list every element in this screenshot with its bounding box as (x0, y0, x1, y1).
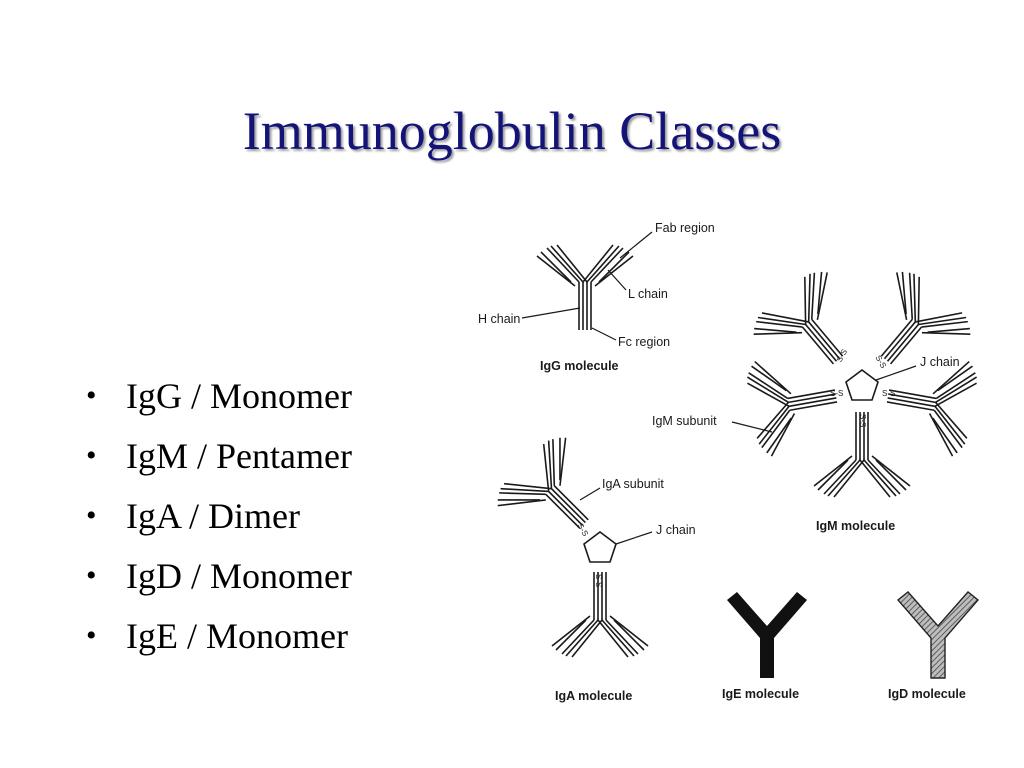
bullet-text: IgM / Pentamer (126, 436, 352, 476)
igm-molecule-drawing: S-S S-S S-S S-S S-S J chain IgM subunit … (652, 263, 981, 533)
ige-molecule-label: IgE molecule (722, 687, 799, 701)
immunoglobulin-diagram: Fab region L chain H chain Fc region IgG… (478, 221, 981, 703)
bullet-dot: • (86, 559, 97, 592)
bullet-dot: • (86, 379, 97, 412)
disulfide-label: S-S (858, 414, 867, 427)
igd-molecule-drawing: IgD molecule (888, 591, 979, 701)
l-chain-label: L chain (628, 287, 668, 301)
igm-subunit-label: IgM subunit (652, 414, 717, 428)
disulfide-label: S-S (882, 389, 895, 398)
igd-molecule-label: IgD molecule (888, 687, 966, 701)
igm-j-chain-label: J chain (920, 355, 960, 369)
bullet-dot: • (86, 619, 97, 652)
igg-molecule-drawing: Fab region L chain H chain Fc region IgG… (478, 221, 715, 373)
iga-subunit-label: IgA subunit (602, 477, 664, 491)
ige-molecule-drawing: IgE molecule (722, 592, 807, 701)
iga-molecule-label: IgA molecule (555, 689, 632, 703)
bullet-item: • IgE / Monomer (86, 606, 352, 666)
bullet-item: • IgA / Dimer (86, 486, 352, 546)
bullet-item: • IgM / Pentamer (86, 426, 352, 486)
igm-molecule-label: IgM molecule (816, 519, 895, 533)
bullet-list: • IgG / Monomer • IgM / Pentamer • IgA / Di… (86, 366, 352, 666)
bullet-text: IgG / Monomer (126, 376, 352, 416)
fab-region-label: Fab region (655, 221, 715, 235)
igg-molecule-label: IgG molecule (540, 359, 619, 373)
bullet-text: IgA / Dimer (126, 496, 300, 536)
bullet-dot: • (86, 439, 97, 472)
disulfide-label: S-S (576, 522, 590, 538)
iga-j-chain-label: J chain (656, 523, 696, 537)
bullet-dot: • (86, 499, 97, 532)
fc-region-label: Fc region (618, 335, 670, 349)
iga-molecule-drawing: S-S S-S IgA subunit J chain IgA molecule (489, 429, 696, 703)
bullet-item: • IgG / Monomer (86, 366, 352, 426)
h-chain-label: H chain (478, 312, 520, 326)
bullet-text: IgD / Monomer (126, 556, 352, 596)
slide-title: Immunoglobulin Classes (242, 101, 782, 161)
bullet-item: • IgD / Monomer (86, 546, 352, 606)
disulfide-label: S-S (594, 574, 603, 587)
bullet-text: IgE / Monomer (126, 616, 348, 656)
disulfide-label: S-S (830, 389, 843, 398)
